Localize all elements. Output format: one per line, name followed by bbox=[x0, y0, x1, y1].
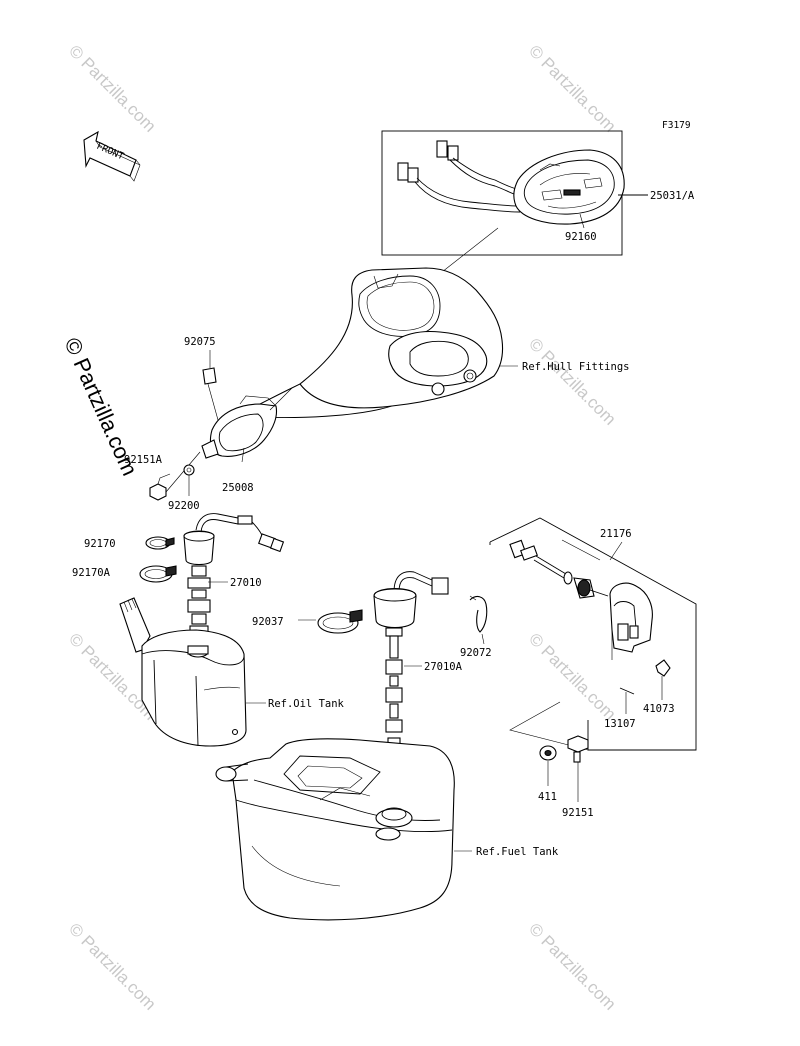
part-label-27010a: 27010A bbox=[424, 661, 463, 673]
part-label-92037: 92037 bbox=[252, 616, 284, 628]
hull-fittings: Ref.Hull Fittings bbox=[234, 267, 629, 418]
fuel-level-sensor: 27010A bbox=[373, 571, 463, 800]
watermark-tile: © Partzilla.com bbox=[525, 919, 619, 1013]
part-label-13107: 13107 bbox=[604, 718, 636, 730]
snap-ring-icon bbox=[469, 595, 488, 633]
connector-icon bbox=[436, 140, 448, 158]
watermark-tile: © Partzilla.com bbox=[65, 41, 159, 135]
bolt-92151: 92151 bbox=[562, 735, 594, 819]
figure-id: F3179 bbox=[662, 120, 691, 131]
clip-icon bbox=[655, 659, 671, 677]
front-arrow-icon: FRONT bbox=[83, 130, 141, 182]
bolt-icon bbox=[431, 382, 445, 396]
part-label-92072: 92072 bbox=[460, 647, 492, 659]
switch-knob-icon bbox=[577, 579, 591, 597]
watermark-tile: © Partzilla.com bbox=[525, 629, 619, 723]
multifunction-meter-icon bbox=[513, 149, 625, 225]
fuel-tank: Ref.Fuel Tank bbox=[215, 738, 559, 921]
meter-assembly: 25031/A 92160 bbox=[381, 130, 695, 306]
watermark-tile: © Partzilla.com bbox=[525, 334, 619, 428]
part-label-92151: 92151 bbox=[562, 807, 594, 819]
part-label-25008: 25008 bbox=[222, 482, 254, 494]
washer-icon bbox=[183, 464, 195, 476]
clamp-icon bbox=[317, 612, 359, 634]
sensor-housing-icon bbox=[183, 530, 215, 566]
part-label-411: 411 bbox=[538, 791, 557, 803]
part-label-25031a: 25031/A bbox=[650, 190, 695, 202]
clip-icon bbox=[202, 367, 217, 385]
connector-icon bbox=[431, 577, 449, 595]
bolt-icon bbox=[149, 483, 167, 501]
snap-ring-92072: 92072 bbox=[460, 595, 492, 659]
connector-icon bbox=[397, 162, 409, 181]
washer-411: 411 bbox=[538, 745, 557, 803]
mounting-bracket-icon bbox=[209, 403, 278, 457]
oil-tank: Ref.Oil Tank bbox=[119, 597, 345, 747]
part-label-92170: 92170 bbox=[84, 538, 116, 550]
clamp-92037: 92037 bbox=[252, 609, 363, 634]
part-label-oil-tank: Ref.Oil Tank bbox=[268, 698, 345, 710]
bracket-assembly: 92075 25008 92151A 92200 bbox=[124, 336, 293, 512]
meter-opening bbox=[358, 275, 441, 337]
part-label-27010: 27010 bbox=[230, 577, 262, 589]
watermark-tile: © Partzilla.com bbox=[525, 41, 619, 135]
part-label-92075: 92075 bbox=[184, 336, 216, 348]
bolt-icon bbox=[567, 735, 589, 753]
oil-level-sensor: 27010 92170 92170A bbox=[72, 513, 285, 637]
part-label-hull-fittings: Ref.Hull Fittings bbox=[522, 361, 629, 373]
part-label-92170a: 92170A bbox=[72, 567, 111, 579]
part-label-92151a: 92151A bbox=[124, 454, 163, 466]
sensor-housing-icon bbox=[373, 587, 417, 629]
part-label-92200: 92200 bbox=[168, 500, 200, 512]
part-label-92160: 92160 bbox=[565, 231, 597, 243]
switch-assembly: 21176 41073 13107 bbox=[489, 517, 697, 751]
part-label-21176: 21176 bbox=[600, 528, 632, 540]
part-label-fuel-tank: Ref.Fuel Tank bbox=[476, 846, 559, 858]
part-label-41073: 41073 bbox=[643, 703, 675, 715]
watermark-tile: © Partzilla.com bbox=[65, 919, 159, 1013]
